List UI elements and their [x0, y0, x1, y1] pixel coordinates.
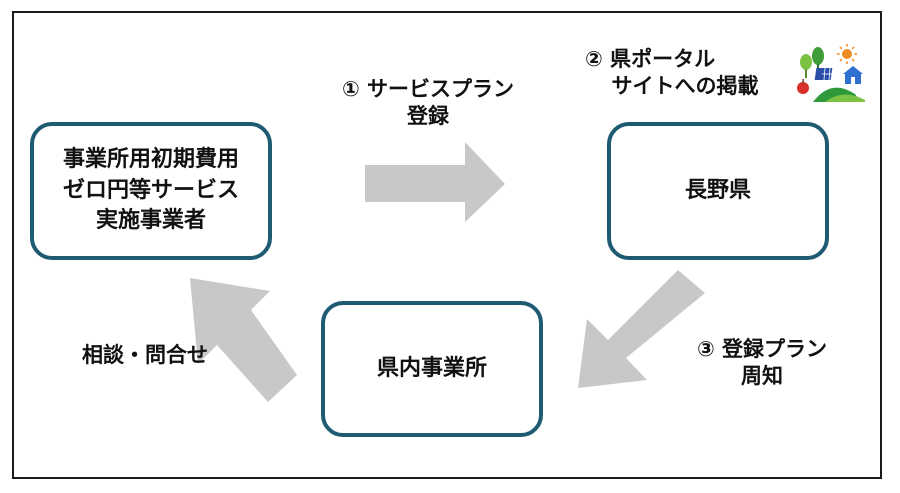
node-businesses-label: 県内事業所 [376, 355, 487, 381]
edge-label-step2-line: ② 県ポータル [585, 47, 716, 71]
edge-label-step2-line: サイトへの掲載 [611, 74, 759, 99]
edge-label-step1: ① サービスプラン 登録 [318, 76, 538, 131]
node-prefecture: 長野県 [607, 122, 829, 260]
edge-label-consult: 相談・問合せ [82, 343, 208, 367]
node-businesses: 県内事業所 [321, 301, 543, 437]
node-provider: 事業所用初期費用 ゼロ円等サービス 実施事業者 [30, 122, 272, 260]
edge-label-step3-line: ③ 登録プラン [696, 337, 828, 361]
portal-logo-icon [797, 44, 865, 102]
diagram-frame [12, 11, 882, 479]
edge-label-step1-line: ① サービスプラン [341, 77, 515, 101]
arrow-provider-to-prefecture [365, 142, 505, 222]
node-provider-line: 事業所用初期費用 [62, 147, 239, 173]
node-provider-line: 実施事業者 [95, 208, 206, 234]
edge-label-step3-line: 周知 [741, 364, 783, 389]
arrow-businesses-to-provider [190, 278, 297, 402]
edge-label-step1-line: 登録 [407, 104, 449, 129]
node-provider-line: ゼロ円等サービス [62, 177, 239, 203]
edge-label-step3: ③ 登録プラン 周知 [672, 336, 852, 391]
node-prefecture-label: 長野県 [684, 177, 751, 203]
edge-label-step2: ② 県ポータル サイトへの掲載 [575, 46, 795, 101]
arrow-prefecture-to-businesses [578, 270, 705, 388]
